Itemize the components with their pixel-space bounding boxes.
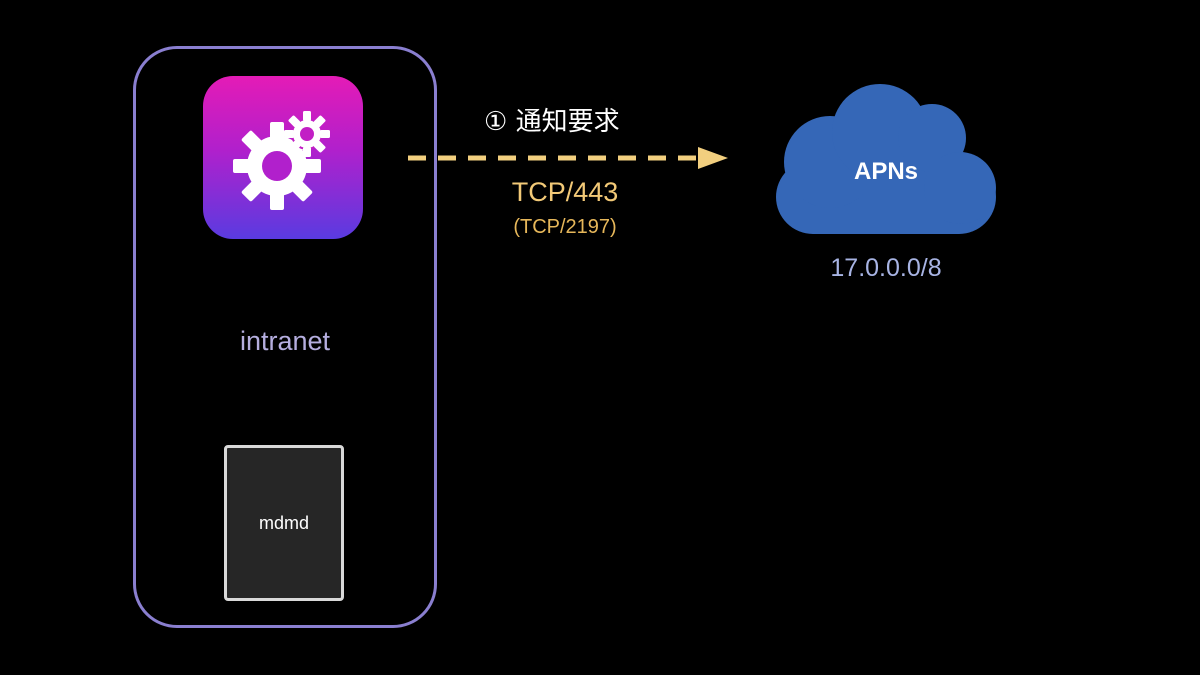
protocol-label: TCP/443 <box>511 177 619 207</box>
mdmd-server: mdmd <box>224 445 344 601</box>
intranet-boundary <box>133 46 437 628</box>
cloud-icon <box>776 84 996 234</box>
ip-range-label: 17.0.0.0/8 <box>830 254 942 282</box>
apns-label: APNs <box>853 158 919 185</box>
mdmd-label: mdmd <box>258 512 309 533</box>
notification-arrow <box>408 147 728 169</box>
gears-icon <box>233 111 330 210</box>
protocol-alt-label: (TCP/2197) <box>513 216 617 238</box>
mdm-app-icon <box>203 76 363 239</box>
step-label: ① 通知要求 <box>484 107 620 137</box>
intranet-label: intranet <box>239 326 331 356</box>
